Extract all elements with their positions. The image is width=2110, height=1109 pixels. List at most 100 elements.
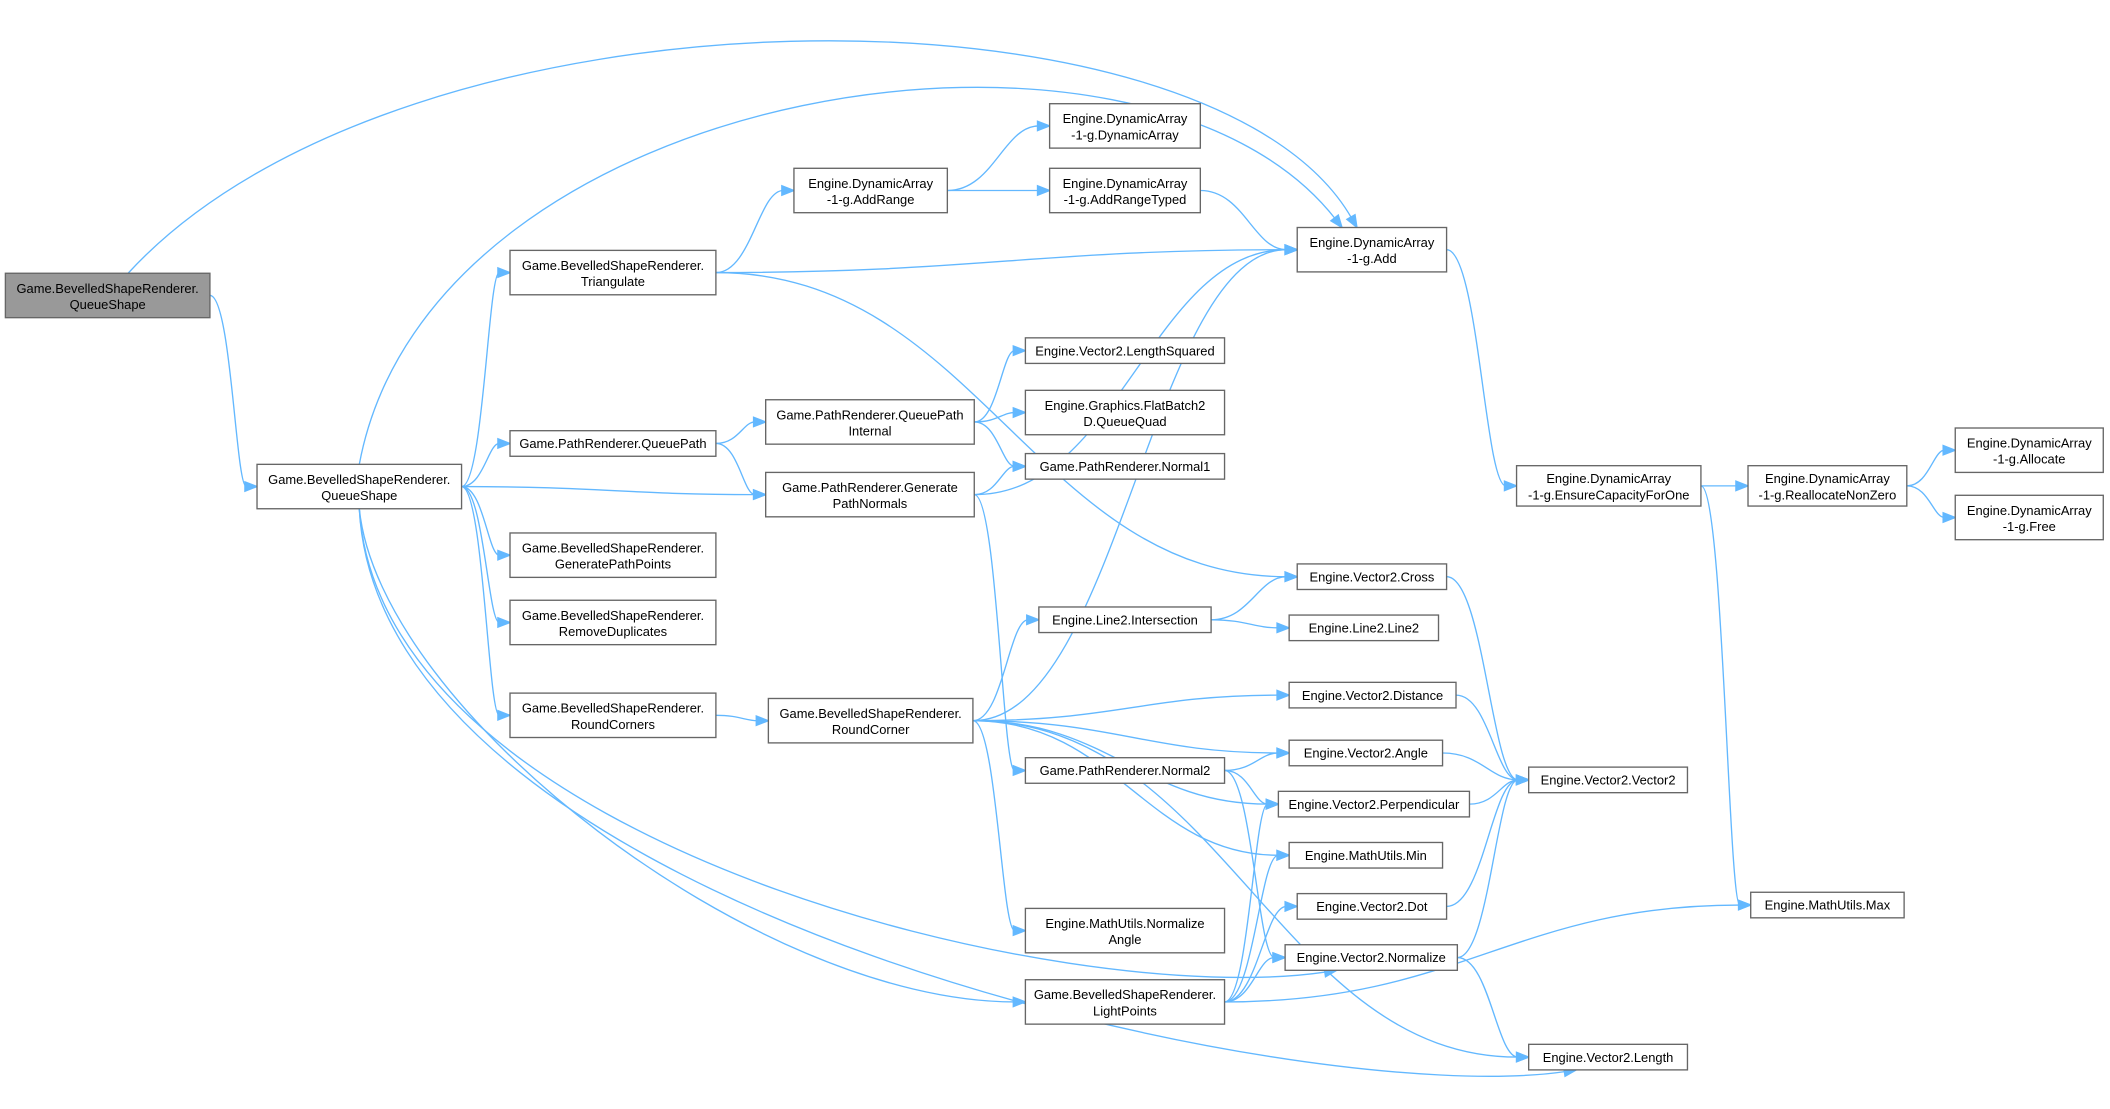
edge-line: [209, 294, 247, 488]
arrowhead-icon: [497, 266, 512, 279]
node-label: -1-g.Free: [2003, 519, 2056, 534]
node-max[interactable]: Engine.MathUtils.Max: [1750, 891, 1905, 919]
node-add[interactable]: Engine.DynamicArray-1-g.Add: [1296, 226, 1448, 273]
node-box: [1024, 757, 1226, 784]
node-box: [1288, 739, 1444, 767]
node-ensure[interactable]: Engine.DynamicArray-1-g.EnsureCapacityFo…: [1515, 465, 1702, 507]
node-label: Engine.Vector2.Normalize: [1297, 950, 1446, 965]
arrowhead-icon: [1284, 244, 1300, 256]
node-box: [1296, 892, 1448, 920]
node-box: [765, 471, 975, 518]
node-roundcorners[interactable]: Game.BevelledShapeRenderer.RoundCorners: [509, 692, 717, 739]
node-label: QueueShape: [70, 297, 146, 312]
node-length[interactable]: Engine.Vector2.Length: [1528, 1043, 1689, 1071]
node-label: Engine.Graphics.FlatBatch2: [1045, 398, 1206, 413]
node-box: [1048, 103, 1202, 149]
edge-qs-to-queuepath: [461, 437, 512, 488]
edge-qs-to-roundcorners: [461, 485, 512, 722]
edge-line: [1442, 752, 1518, 781]
edge-roundcorners-to-roundcorner: [715, 714, 771, 727]
arrowhead-icon: [1284, 900, 1300, 913]
node-box: [1038, 606, 1212, 634]
edge-lightpoints-to-perp: [1224, 798, 1281, 1003]
edge-cross-to-vector2: [1446, 576, 1531, 786]
node-normal2[interactable]: Game.PathRenderer.Normal2: [1024, 757, 1226, 784]
node-distance[interactable]: Engine.Vector2.Distance: [1288, 681, 1457, 709]
node-normalize[interactable]: Engine.Vector2.Normalize: [1284, 944, 1459, 971]
arrowhead-icon: [1737, 899, 1753, 911]
node-label: Game.BevelledShapeRenderer.: [522, 540, 704, 555]
node-box: [509, 599, 717, 646]
node-label: Engine.Line2.Intersection: [1052, 612, 1198, 627]
edge-line: [1446, 249, 1507, 487]
arrowhead-icon: [1735, 480, 1750, 492]
node-addrange[interactable]: Engine.DynamicArray-1-g.AddRange: [793, 167, 949, 214]
node-line2[interactable]: Engine.Line2.Line2: [1288, 614, 1440, 642]
node-box: [1954, 427, 2104, 474]
node-cross[interactable]: Engine.Vector2.Cross: [1296, 563, 1448, 591]
edge-normalize-to-vector2: [1457, 774, 1531, 959]
arrowhead-icon: [1942, 511, 1958, 524]
edge-line: [972, 720, 1279, 856]
edge-ensure-to-realloc: [1700, 480, 1750, 492]
node-vector2[interactable]: Engine.Vector2.Vector2: [1528, 766, 1689, 794]
edge-line: [972, 694, 1279, 722]
edge-line: [1224, 905, 1287, 1003]
node-label: Engine.DynamicArray: [808, 176, 933, 191]
edge-add-to-ensure: [1446, 249, 1519, 492]
node-box: [1024, 337, 1226, 365]
node-removedup[interactable]: Game.BevelledShapeRenderer.RemoveDuplica…: [509, 599, 717, 646]
node-normal1[interactable]: Game.PathRenderer.Normal1: [1024, 452, 1226, 480]
node-lengthsq[interactable]: Engine.Vector2.LengthSquared: [1024, 337, 1226, 365]
edge-line: [358, 508, 1327, 979]
node-label: Engine.Vector2.Vector2: [1541, 773, 1676, 788]
node-label: Engine.Vector2.Length: [1543, 1050, 1674, 1065]
node-label: Internal: [848, 423, 891, 438]
edge-line: [972, 720, 1279, 754]
node-lightpoints[interactable]: Game.BevelledShapeRenderer.LightPoints: [1024, 979, 1226, 1025]
arrowhead-icon: [497, 616, 512, 629]
node-free[interactable]: Engine.DynamicArray-1-g.Free: [1954, 494, 2104, 541]
edge-line: [974, 349, 1015, 423]
node-addrangetyped[interactable]: Engine.DynamicArray-1-g.AddRangeTyped: [1048, 167, 1202, 214]
node-genpathpoints[interactable]: Game.BevelledShapeRenderer.GeneratePathP…: [509, 532, 717, 579]
node-qs[interactable]: Game.BevelledShapeRenderer.QueueShape: [256, 463, 463, 510]
edge-line: [974, 421, 1015, 468]
arrowhead-icon: [1276, 849, 1292, 861]
node-label: Engine.DynamicArray: [1546, 471, 1671, 486]
arrowhead-icon: [1012, 344, 1028, 357]
node-intersection[interactable]: Engine.Line2.Intersection: [1038, 606, 1212, 634]
edge-line: [358, 86, 1336, 465]
edge-line: [461, 442, 500, 488]
node-realloc[interactable]: Engine.DynamicArray-1-g.ReallocateNonZer…: [1747, 465, 1908, 507]
node-dot[interactable]: Engine.Vector2.Dot: [1296, 892, 1448, 920]
node-label: Engine.Vector2.Dot: [1316, 899, 1428, 914]
node-angle[interactable]: Engine.Vector2.Angle: [1288, 739, 1444, 767]
node-roundcorner[interactable]: Game.BevelledShapeRenderer.RoundCorner: [767, 697, 974, 744]
node-queuepath[interactable]: Game.PathRenderer.QueuePath: [509, 430, 717, 457]
arrowhead-icon: [1276, 622, 1292, 634]
arrowhead-icon: [1026, 614, 1041, 626]
arrowhead-icon: [244, 480, 259, 493]
node-perp[interactable]: Engine.Vector2.Perpendicular: [1277, 790, 1471, 818]
node-box: [509, 249, 717, 296]
edge-queuepath-to-genpathnormals: [715, 442, 768, 501]
node-label: RoundCorners: [571, 717, 655, 732]
node-root[interactable]: Game.BevelledShapeRenderer.QueueShape: [4, 272, 211, 319]
edge-line: [1906, 449, 1945, 487]
node-min[interactable]: Engine.MathUtils.Min: [1288, 841, 1444, 869]
edge-line: [974, 411, 1015, 423]
node-dynarray[interactable]: Engine.DynamicArray-1-g.DynamicArray: [1048, 103, 1202, 149]
node-label: -1-g.AddRange: [827, 192, 915, 207]
edge-line: [1224, 956, 1275, 1003]
node-box: [4, 272, 211, 319]
node-triangulate[interactable]: Game.BevelledShapeRenderer.Triangulate: [509, 249, 717, 296]
edge-line: [461, 485, 500, 556]
node-box: [1747, 465, 1908, 507]
node-allocate[interactable]: Engine.DynamicArray-1-g.Allocate: [1954, 427, 2104, 474]
